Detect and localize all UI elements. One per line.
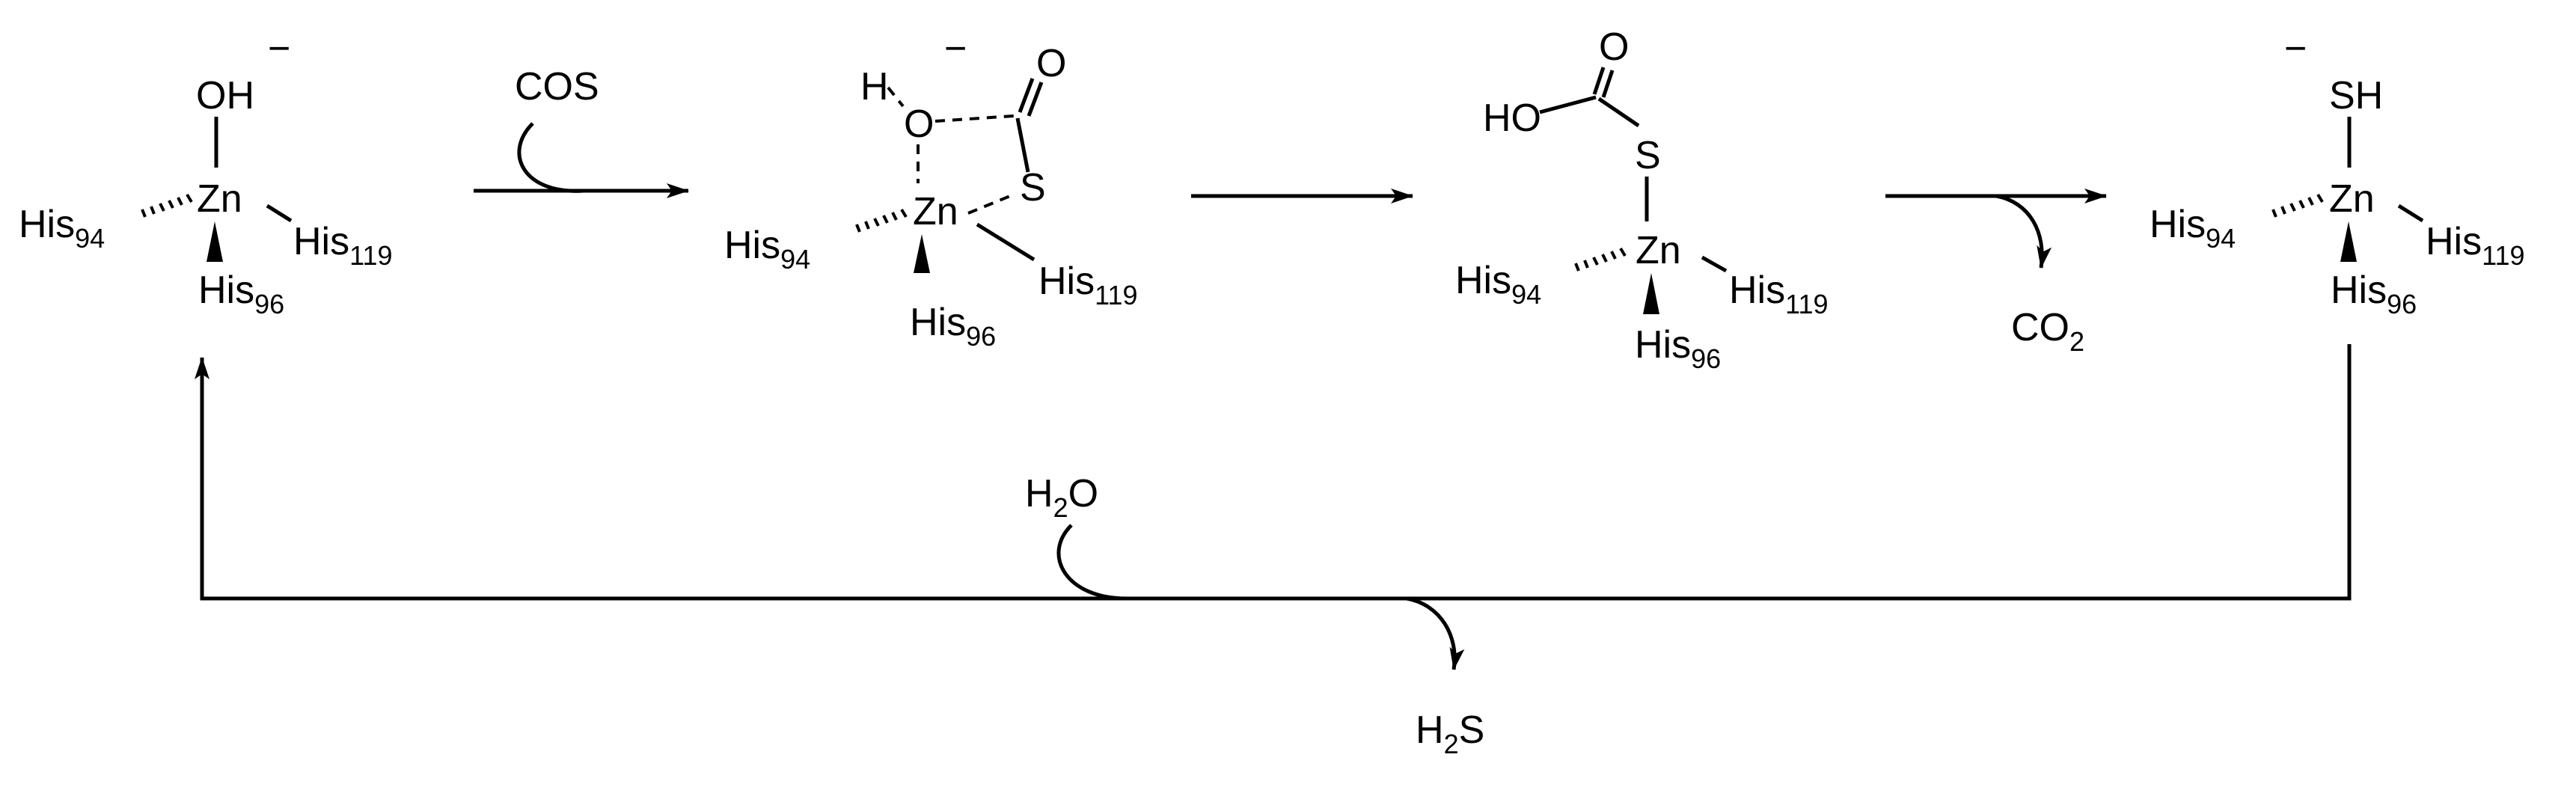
- hashed-wedge-bond: [141, 193, 193, 218]
- negative-charge: −: [2284, 27, 2307, 70]
- wedge-bond: [206, 221, 223, 262]
- hashed-wedge-bond: [2271, 193, 2324, 218]
- c-s-bond: [1015, 117, 1030, 173]
- hashed-wedge-bond: [855, 208, 908, 233]
- zn-his119-bond: [1701, 255, 1728, 273]
- return-arrow: [195, 344, 2352, 601]
- hydroxide-label: OH: [196, 74, 254, 117]
- curved-water-arrow: [1056, 524, 1127, 601]
- hashed-wedge-bond: [1574, 247, 1627, 272]
- histidine-96-label: His96: [198, 269, 284, 319]
- histidine-94-label: His94: [19, 203, 105, 254]
- zinc-label: Zn: [913, 190, 958, 233]
- zn-s-dashed-bond: [967, 193, 1015, 215]
- hydrosulfide-label: SH: [2329, 74, 2383, 117]
- co2-product-label: CO2: [2011, 306, 2084, 357]
- histidine-119-label: His119: [1729, 269, 1829, 319]
- histidine-119-label: His119: [1038, 260, 1138, 310]
- c-o-double-bond-a: [1018, 78, 1035, 113]
- cos-addition-arrow: COS: [474, 65, 689, 198]
- hydroxyl-label: HO: [1483, 97, 1541, 140]
- wedge-bond: [914, 234, 930, 273]
- histidine-94-label: His94: [2150, 203, 2236, 254]
- wedge-bond: [1643, 273, 1659, 314]
- histidine-96-label: His96: [910, 301, 996, 352]
- zn-his119-bond: [2397, 203, 2424, 223]
- negative-charge: −: [944, 27, 967, 70]
- curved-reagent-arrow: [517, 122, 584, 193]
- zn-his119-bond: [266, 203, 293, 223]
- regeneration-loop: H2O H2S: [195, 344, 2352, 759]
- h-o-hbond: [887, 86, 905, 108]
- histidine-96-label: His96: [2331, 269, 2417, 319]
- zinc-label: Zn: [197, 177, 242, 221]
- curved-h2s-arrow: [1406, 596, 1465, 670]
- zn-his119-bond: [976, 222, 1035, 262]
- histidine-119-label: His119: [2426, 220, 2525, 271]
- ho-c-bond: [1539, 95, 1597, 114]
- c-s-bond: [1597, 97, 1640, 128]
- h2s-product-label: H2S: [1416, 708, 1484, 759]
- zinc-label: Zn: [1636, 229, 1681, 272]
- o-c-forming-bond: [934, 114, 1015, 123]
- zinc-thiocarbonate-intermediate: HO O S Zn His94 His119 His96: [1455, 25, 1829, 374]
- c-o-double-bond-a: [1592, 67, 1606, 95]
- cos-reagent-label: COS: [515, 65, 599, 108]
- wedge-bond: [2340, 221, 2357, 262]
- water-reagent-label: H2O: [1025, 472, 1098, 523]
- carbonyl-oxygen-label: O: [1599, 25, 1629, 69]
- c-o-double-bond-b: [1027, 82, 1044, 117]
- histidine-119-label: His119: [293, 220, 393, 271]
- c-o-double-bond-b: [1601, 70, 1615, 98]
- co2-release-arrow: CO2: [1885, 189, 2107, 357]
- carbonyl-oxygen-label: O: [1036, 42, 1066, 85]
- histidine-94-label: His94: [724, 224, 810, 275]
- histidine-94-label: His94: [1455, 259, 1541, 310]
- zinc-hydroxide-complex: OH − Zn His94 His119 His96: [19, 27, 393, 319]
- zinc-hydrosulfide-complex: − SH Zn His94 His119 His96: [2150, 27, 2525, 319]
- negative-charge: −: [268, 27, 290, 70]
- curved-release-arrow: [1995, 194, 2052, 269]
- oxygen-label: O: [904, 102, 934, 146]
- zinc-cos-intermediate: H O − O S Zn His94 His119 His96: [724, 27, 1138, 352]
- histidine-96-label: His96: [1635, 323, 1721, 374]
- zinc-label: Zn: [2329, 177, 2375, 221]
- hydrogen-label: H: [860, 65, 889, 108]
- sulfur-label: S: [1020, 166, 1046, 209]
- sulfur-label: S: [1635, 134, 1661, 177]
